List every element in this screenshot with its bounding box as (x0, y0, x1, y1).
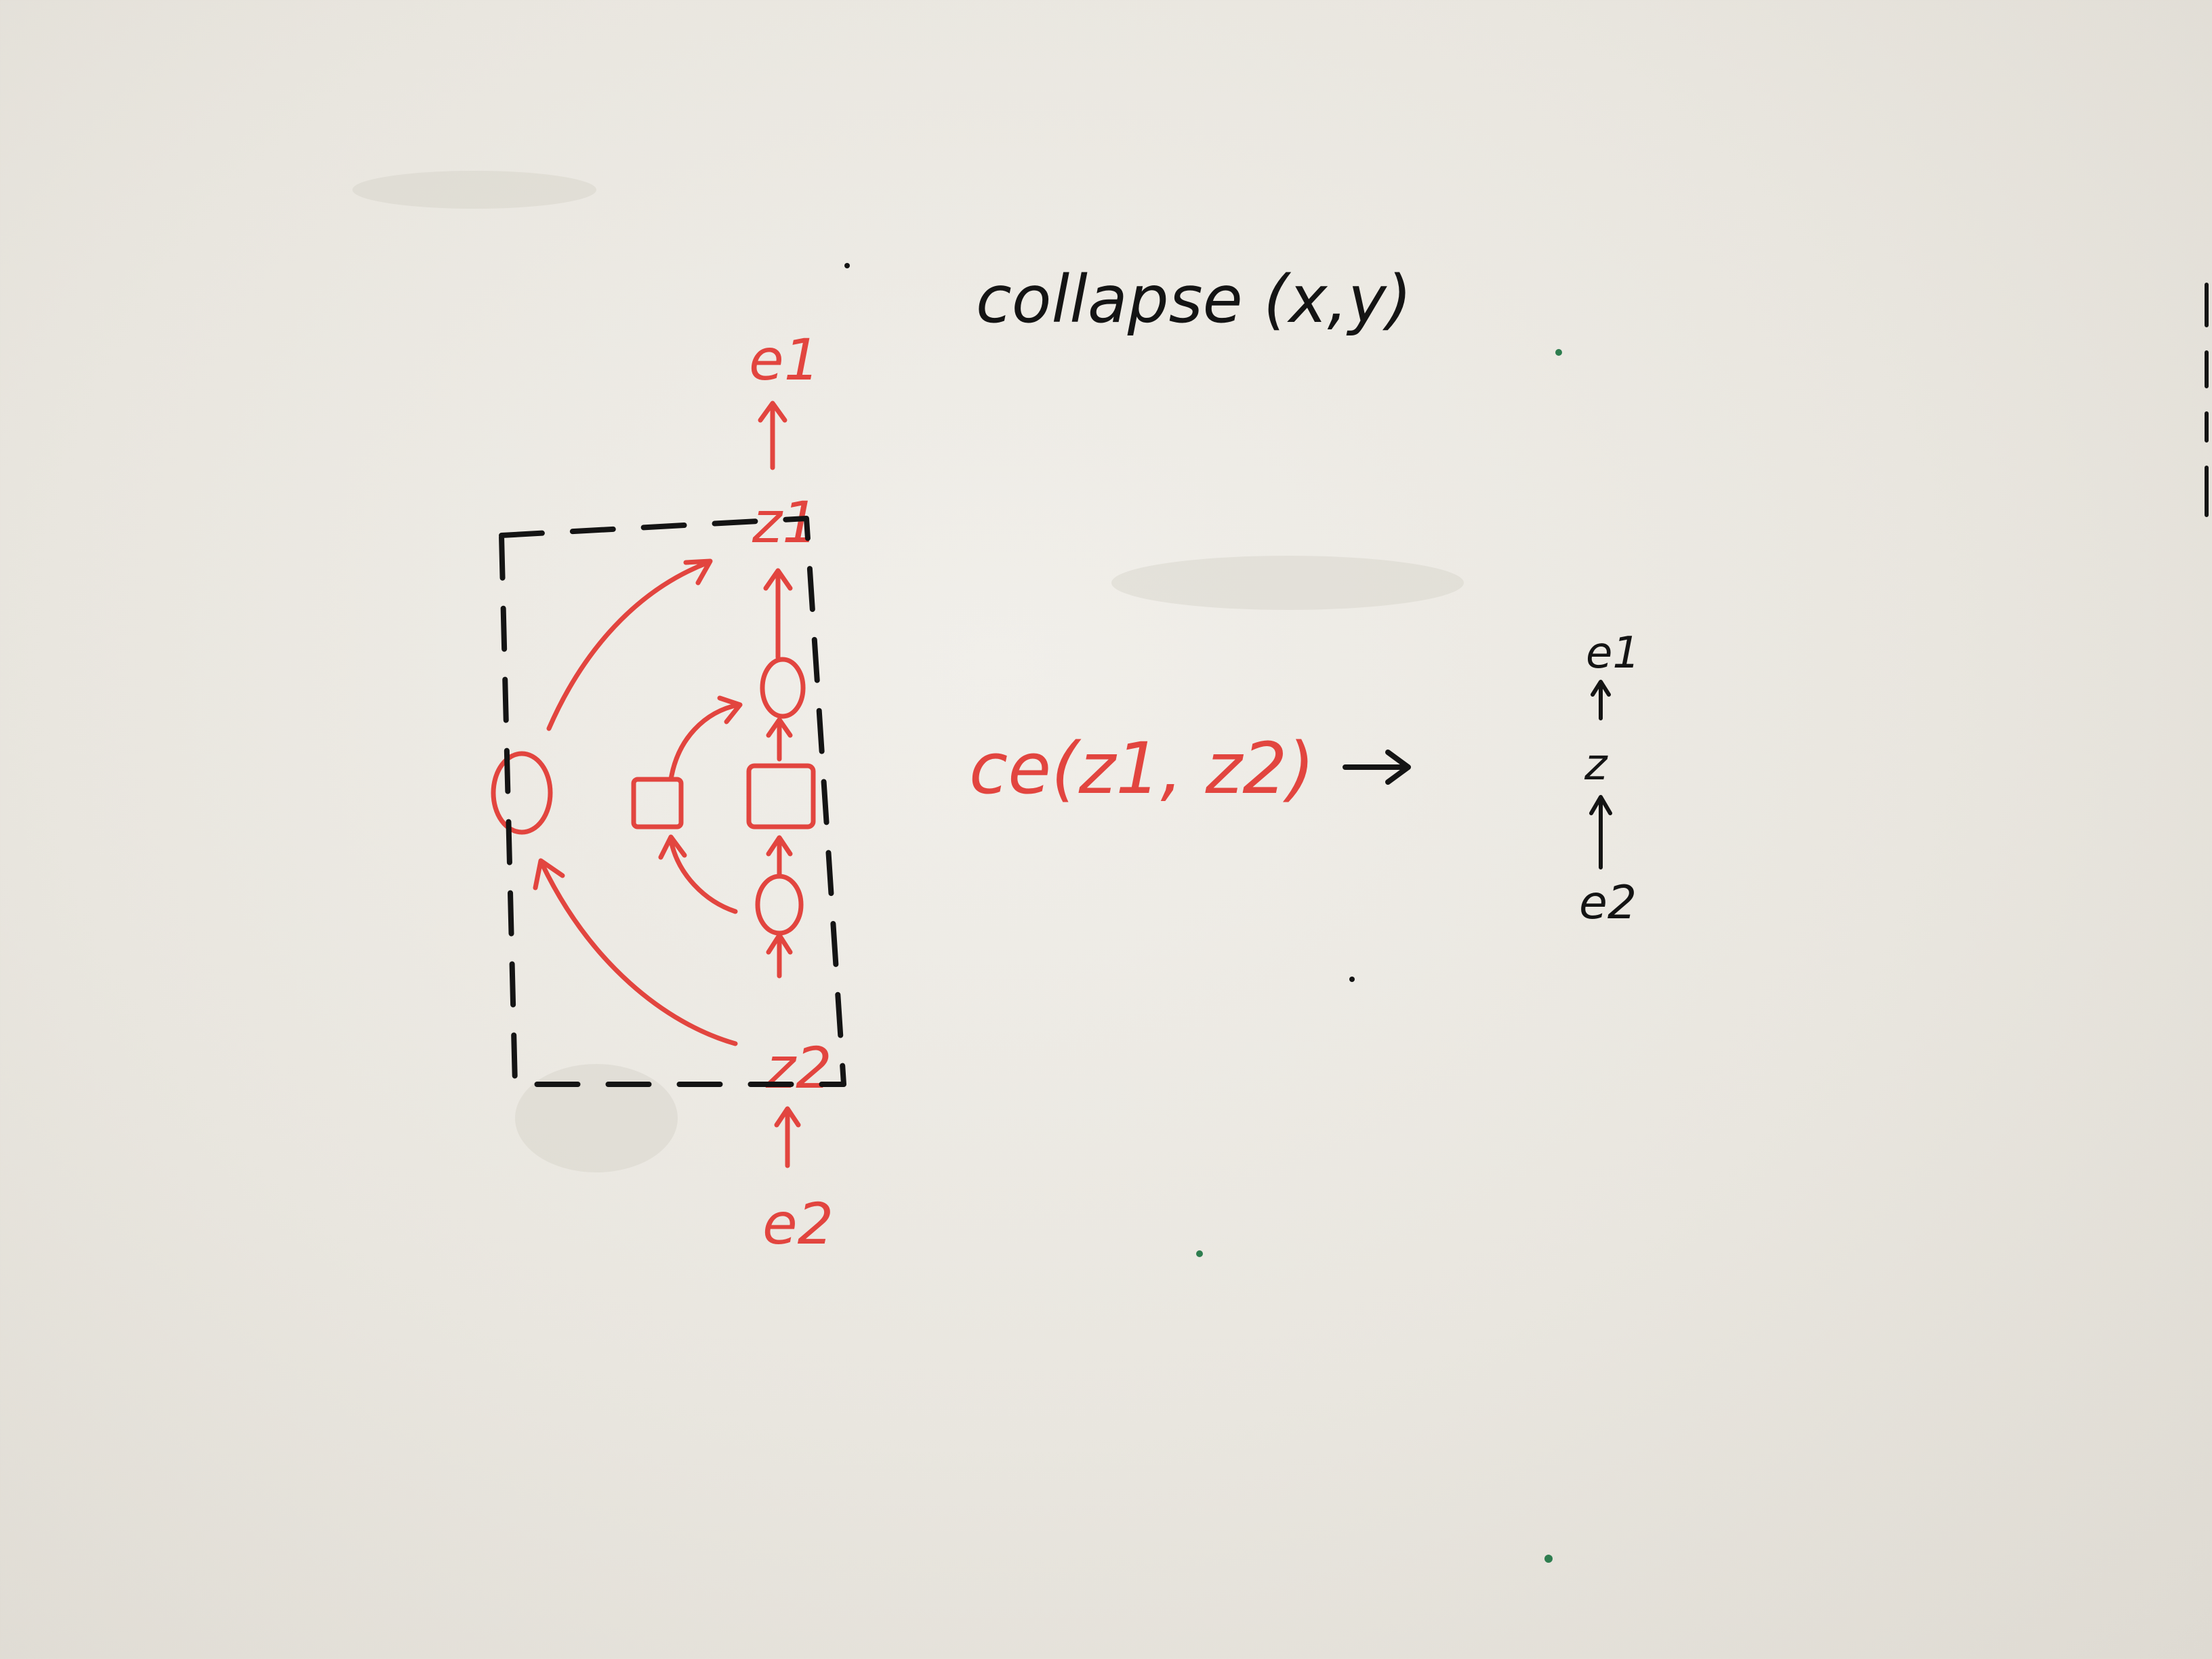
smudge (515, 1064, 678, 1172)
call-label: ce(z1, z2) (969, 727, 1315, 810)
smudge (352, 171, 596, 209)
result-z: z (1584, 740, 1608, 790)
node-e2: e2 (762, 1191, 834, 1257)
node-small-square (631, 777, 684, 830)
dashed-enclosure (499, 516, 846, 1087)
node-z2: z2 (765, 1035, 832, 1101)
node-square (746, 763, 816, 830)
arrow-lower-circle-to-small-square (658, 834, 738, 914)
node-e1: e1 (749, 327, 820, 393)
result-arrow-e2-to-z (1589, 795, 1612, 869)
result-e1: e1 (1586, 628, 1640, 678)
node-circle-top (760, 657, 806, 719)
arrow-z1-to-e1 (758, 401, 787, 470)
arrow-lower-circle-to-square (766, 835, 793, 877)
arrow-e2-to-z2 (774, 1106, 801, 1168)
arrow-circle-to-z1 (763, 568, 793, 660)
result-arrow-z-to-e1 (1591, 680, 1611, 720)
collapse-label: collapse (x,y) (976, 262, 1412, 337)
smudge (1111, 556, 1464, 610)
arrow-small-square-to-circle (668, 695, 743, 782)
marker-speck (1349, 977, 1355, 982)
arrow-z2-to-lower-circle (766, 933, 793, 979)
arrow-left-circle-to-z1 (546, 558, 713, 731)
marker-speck (844, 263, 850, 268)
result-arrow (1343, 750, 1411, 785)
node-circle-left (491, 751, 553, 835)
marker-speck (1544, 1555, 1553, 1563)
marker-speck (1196, 1250, 1203, 1257)
arrow-z2-to-left-circle (533, 858, 738, 1046)
marker-speck (1555, 349, 1562, 356)
node-circle-bottom (755, 874, 804, 936)
arrow-square-to-circle (766, 717, 793, 762)
result-e2: e2 (1579, 876, 1637, 930)
